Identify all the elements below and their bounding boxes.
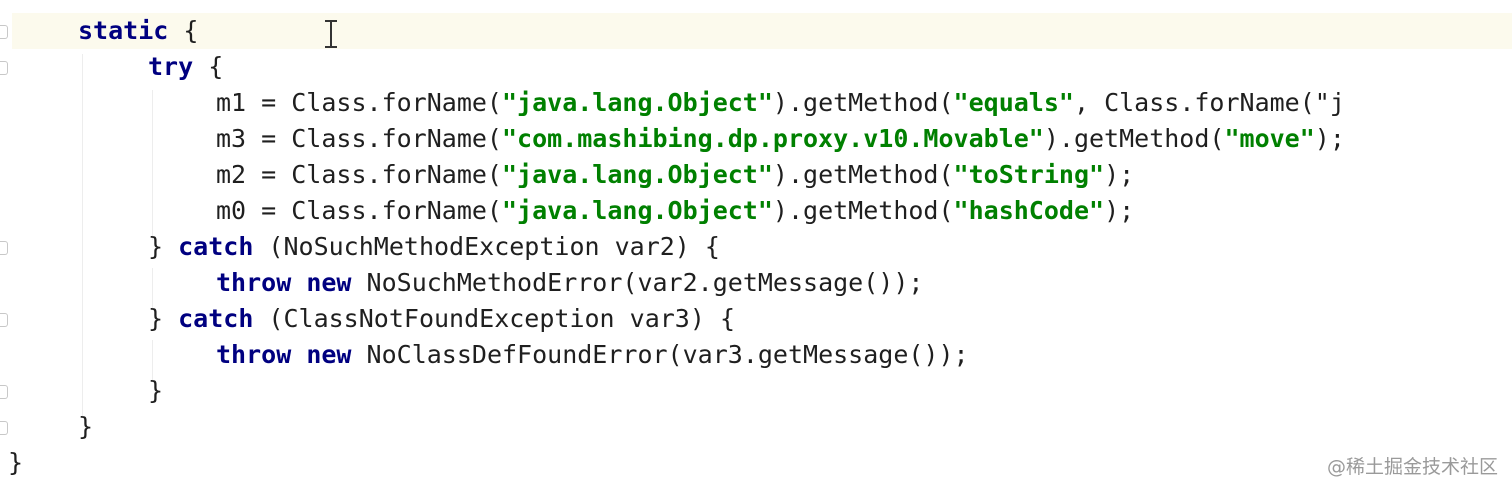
code-token: , Class.forName("j	[1073, 88, 1345, 117]
indent-guide	[82, 54, 83, 416]
code-token: );	[1104, 160, 1135, 189]
code-token: m2 = Class.forName(	[216, 160, 502, 189]
code-token: }	[148, 376, 164, 405]
code-token: }	[8, 448, 24, 477]
indent-guide	[152, 340, 153, 380]
code-token: ).getMethod(	[1043, 124, 1225, 153]
keyword-token: throw	[216, 340, 292, 369]
indent-guide	[152, 90, 153, 240]
code-token: NoSuchMethodError(var2.getMessage());	[351, 268, 924, 297]
code-line[interactable]: m0 = Class.forName("java.lang.Object").g…	[216, 193, 1134, 229]
code-line[interactable]: } catch (ClassNotFoundException var3) {	[148, 301, 735, 337]
keyword-token: catch	[178, 232, 254, 261]
code-token: }	[148, 232, 179, 261]
fold-arrow-icon[interactable]	[0, 421, 8, 435]
string-literal-token: "move"	[1224, 124, 1315, 153]
string-literal-token: "java.lang.Object"	[501, 88, 773, 117]
fold-arrow-icon[interactable]	[0, 313, 8, 327]
code-token: ).getMethod(	[772, 196, 954, 225]
code-line[interactable]: }	[148, 373, 163, 409]
keyword-token: catch	[178, 304, 254, 333]
code-line[interactable]: static {	[78, 13, 198, 49]
code-token	[291, 340, 306, 369]
string-literal-token: "equals"	[953, 88, 1074, 117]
fold-arrow-icon[interactable]	[0, 25, 8, 39]
code-token: NoClassDefFoundError(var3.getMessage());	[351, 340, 969, 369]
code-token	[291, 268, 306, 297]
code-token: ).getMethod(	[772, 88, 954, 117]
code-token: );	[1104, 196, 1135, 225]
string-literal-token: "java.lang.Object"	[501, 196, 773, 225]
code-token: m0 = Class.forName(	[216, 196, 502, 225]
text-cursor-icon	[325, 20, 337, 48]
code-line[interactable]: m2 = Class.forName("java.lang.Object").g…	[216, 157, 1134, 193]
code-line[interactable]: m3 = Class.forName("com.mashibing.dp.pro…	[216, 121, 1345, 157]
current-line-highlight	[12, 13, 1512, 49]
fold-arrow-icon[interactable]	[0, 241, 8, 255]
string-literal-token: "com.mashibing.dp.proxy.v10.Movable"	[501, 124, 1044, 153]
code-token: (NoSuchMethodException var2) {	[253, 232, 720, 261]
keyword-token: new	[306, 268, 352, 297]
fold-arrow-icon[interactable]	[0, 61, 8, 75]
code-line[interactable]: } catch (NoSuchMethodException var2) {	[148, 229, 720, 265]
keyword-token: throw	[216, 268, 292, 297]
code-token: m3 = Class.forName(	[216, 124, 502, 153]
code-token: ).getMethod(	[772, 160, 954, 189]
keyword-token: static	[78, 16, 169, 45]
code-token: m1 = Class.forName(	[216, 88, 502, 117]
code-token: }	[78, 412, 94, 441]
code-line[interactable]: try {	[148, 49, 223, 85]
indent-guide	[152, 268, 153, 308]
code-line[interactable]: throw new NoSuchMethodError(var2.getMess…	[216, 265, 923, 301]
keyword-token: try	[148, 52, 194, 81]
code-token: );	[1314, 124, 1345, 153]
code-line[interactable]: }	[78, 409, 93, 445]
code-line[interactable]: throw new NoClassDefFoundError(var3.getM…	[216, 337, 969, 373]
code-line[interactable]: m1 = Class.forName("java.lang.Object").g…	[216, 85, 1345, 121]
string-literal-token: "toString"	[953, 160, 1105, 189]
keyword-token: new	[306, 340, 352, 369]
code-token: {	[168, 16, 199, 45]
watermark: @稀土掘金技术社区	[1326, 456, 1498, 478]
code-token: {	[193, 52, 224, 81]
code-line[interactable]: }	[8, 445, 23, 481]
code-token: }	[148, 304, 179, 333]
string-literal-token: "hashCode"	[953, 196, 1105, 225]
string-literal-token: "java.lang.Object"	[501, 160, 773, 189]
fold-arrow-icon[interactable]	[0, 385, 8, 399]
code-token: (ClassNotFoundException var3) {	[253, 304, 736, 333]
